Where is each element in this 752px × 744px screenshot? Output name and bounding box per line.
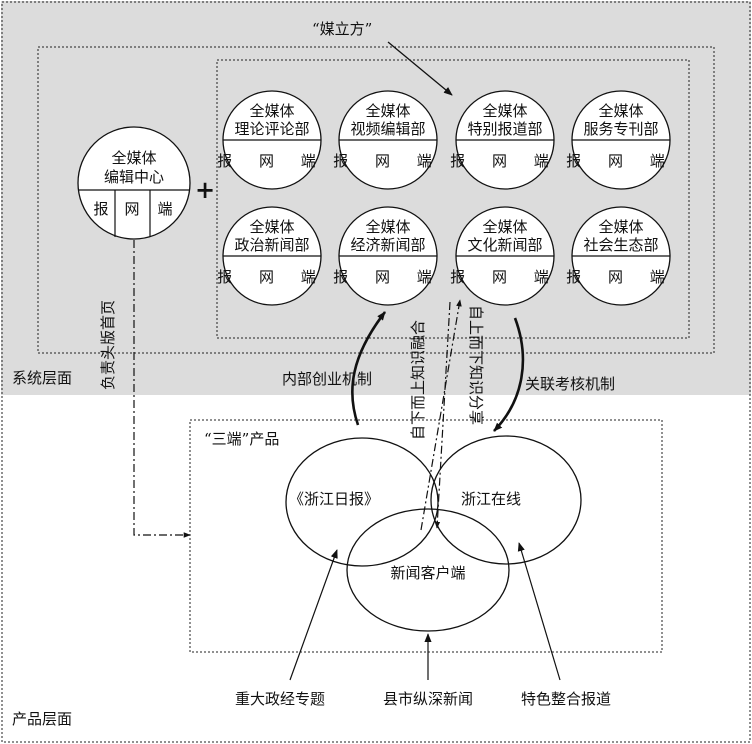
linked-assessment-label: 关联考核机制	[525, 375, 615, 393]
svg-text:报 网 端: 报 网 端	[217, 152, 327, 170]
zhejiang-online-circle	[430, 435, 582, 565]
news-client-circle	[346, 508, 510, 632]
svg-text:全媒体: 全媒体	[365, 102, 410, 120]
internal-startup-arrow	[351, 311, 387, 426]
svg-text:政治新闻部: 政治新闻部	[234, 236, 309, 254]
svg-text:文化新闻部: 文化新闻部	[467, 236, 542, 254]
svg-text:全媒体: 全媒体	[482, 102, 527, 120]
svg-text:全媒体: 全媒体	[249, 102, 294, 120]
center-cell-duan: 端	[157, 200, 172, 218]
meilifang-arrow	[387, 41, 453, 96]
svg-text:报 网 端: 报 网 端	[450, 152, 560, 170]
knowledge-sharing-label: 自上而下知识分享	[467, 305, 485, 425]
frontpage-label: 负责头版首页	[99, 300, 117, 390]
products-title: “三端”产品	[204, 430, 279, 448]
svg-text:视频编辑部: 视频编辑部	[350, 120, 425, 138]
internal-startup-label: 内部创业机制	[282, 370, 372, 388]
department-special-reports: 全媒体 特别报道部 报 网 端	[450, 90, 560, 190]
department-culture-news: 全媒体 文化新闻部 报 网 端	[450, 206, 560, 306]
svg-text:社会生态部: 社会生态部	[583, 236, 658, 254]
svg-text:报 网 端: 报 网 端	[566, 152, 676, 170]
plus-sign: +	[195, 175, 215, 204]
svg-text:全媒体: 全媒体	[598, 102, 643, 120]
center-cell-wang: 网	[124, 200, 139, 218]
center-cell-bao: 报	[93, 200, 108, 218]
input-county-news: 县市纵深新闻	[383, 690, 473, 708]
zhejiang-online-label: 浙江在线	[461, 490, 521, 508]
svg-text:理论评论部: 理论评论部	[234, 120, 309, 138]
svg-text:报 网 端: 报 网 端	[333, 152, 443, 170]
knowledge-fusion-arrow	[434, 301, 451, 529]
zhejiang-daily-label: 《浙江日报》	[289, 490, 379, 508]
department-social-ecology: 全媒体 社会生态部 报 网 端	[566, 206, 676, 306]
knowledge-fusion-label: 自下而上知识融合	[409, 320, 427, 440]
products-venn	[285, 435, 582, 632]
department-service-supplements: 全媒体 服务专刊部 报 网 端	[566, 90, 676, 190]
department-theory-commentary: 全媒体 理论评论部 报 网 端	[217, 90, 327, 190]
knowledge-sharing-arrow	[420, 299, 462, 531]
product-layer-label: 产品层面	[12, 710, 72, 728]
svg-text:报 网 端: 报 网 端	[566, 268, 676, 286]
meilifang-label: “媒立方”	[312, 20, 372, 38]
input-arrow-major-topics	[289, 549, 338, 681]
department-economic-news: 全媒体 经济新闻部 报 网 端	[333, 206, 443, 306]
zhejiang-daily-circle	[285, 437, 439, 567]
center-title-line1: 全媒体	[111, 149, 156, 167]
svg-text:报 网 端: 报 网 端	[217, 268, 327, 286]
svg-text:服务专刊部: 服务专刊部	[583, 120, 658, 138]
svg-text:报 网 端: 报 网 端	[333, 268, 443, 286]
svg-text:全媒体: 全媒体	[365, 218, 410, 236]
center-title-line2: 编辑中心	[104, 168, 164, 186]
news-client-label: 新闻客户端	[390, 564, 465, 582]
svg-text:全媒体: 全媒体	[249, 218, 294, 236]
svg-text:报 网 端: 报 网 端	[450, 268, 560, 286]
input-arrow-featured-reports	[517, 542, 561, 681]
input-major-topics: 重大政经专题	[235, 690, 325, 708]
svg-text:经济新闻部: 经济新闻部	[350, 236, 425, 254]
linked-assessment-arrow	[493, 317, 525, 432]
system-frame	[37, 46, 715, 354]
frontpage-connector	[133, 240, 191, 538]
central-editing-hub: 全媒体 编辑中心 报 网 端	[77, 126, 191, 240]
svg-text:全媒体: 全媒体	[482, 218, 527, 236]
svg-text:特别报道部: 特别报道部	[467, 120, 542, 138]
department-political-news: 全媒体 政治新闻部 报 网 端	[217, 206, 327, 306]
input-featured-reports: 特色整合报道	[521, 690, 611, 708]
department-video-editing: 全媒体 视频编辑部 报 网 端	[333, 90, 443, 190]
system-layer-label: 系统层面	[12, 369, 72, 387]
svg-text:全媒体: 全媒体	[598, 218, 643, 236]
